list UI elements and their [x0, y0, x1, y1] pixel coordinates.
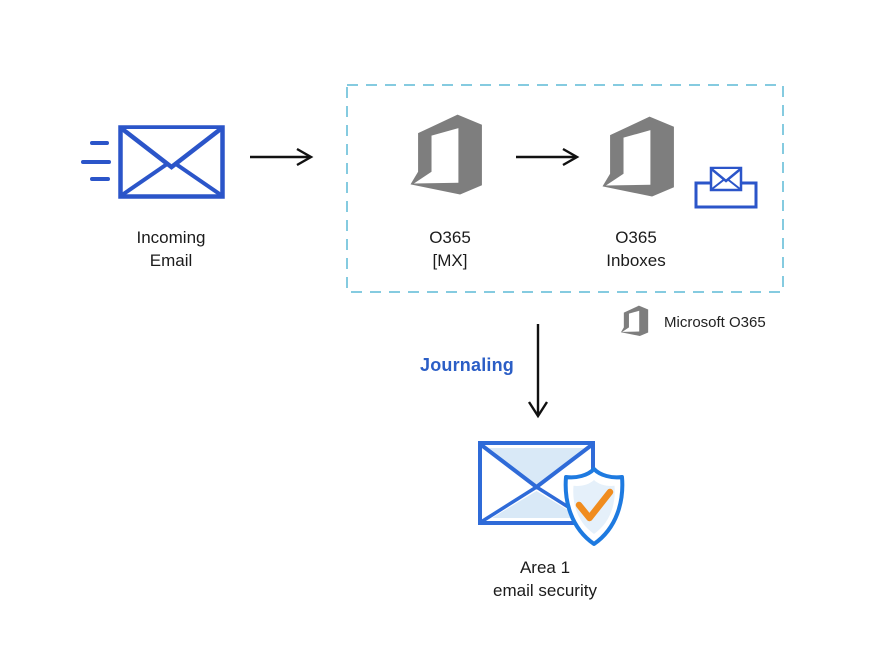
- incoming-envelope-icon: [118, 125, 225, 199]
- motion-line-icon: [90, 141, 109, 145]
- o365-boundary-box: [346, 84, 784, 293]
- area1-label-line1: Area 1: [519, 558, 571, 577]
- area1-label: Area 1 email security: [455, 556, 635, 602]
- area1-shield-envelope-icon: [478, 441, 625, 546]
- incoming-email-label-line1: Incoming: [136, 228, 206, 247]
- inbox-tray-icon: [694, 166, 758, 209]
- o365-mx-label: O365 [MX]: [390, 226, 510, 272]
- o365-mx-logo-icon: [408, 110, 492, 200]
- incoming-email-label-line2: Email: [149, 251, 193, 270]
- arrow-right-icon: [250, 147, 314, 167]
- journaling-label: Journaling: [420, 355, 515, 375]
- legend-label: Microsoft O365: [664, 314, 766, 331]
- o365-inboxes-label: O365 Inboxes: [576, 226, 696, 272]
- area1-label-line2: email security: [493, 581, 597, 600]
- o365-inboxes-logo-icon: [600, 112, 684, 202]
- o365-mx-label-line2: [MX]: [432, 251, 468, 270]
- o365-inboxes-label-line2: Inboxes: [606, 251, 666, 270]
- incoming-email-label: Incoming Email: [101, 226, 241, 272]
- o365-mx-label-line1: O365: [429, 228, 471, 247]
- o365-inboxes-label-line1: O365: [615, 228, 657, 247]
- motion-line-icon: [90, 177, 110, 181]
- legend-o365-logo-icon: [620, 302, 652, 340]
- arrow-right-icon: [516, 147, 580, 167]
- journaling-arrow-down-icon: [527, 324, 549, 419]
- motion-line-icon: [81, 160, 111, 164]
